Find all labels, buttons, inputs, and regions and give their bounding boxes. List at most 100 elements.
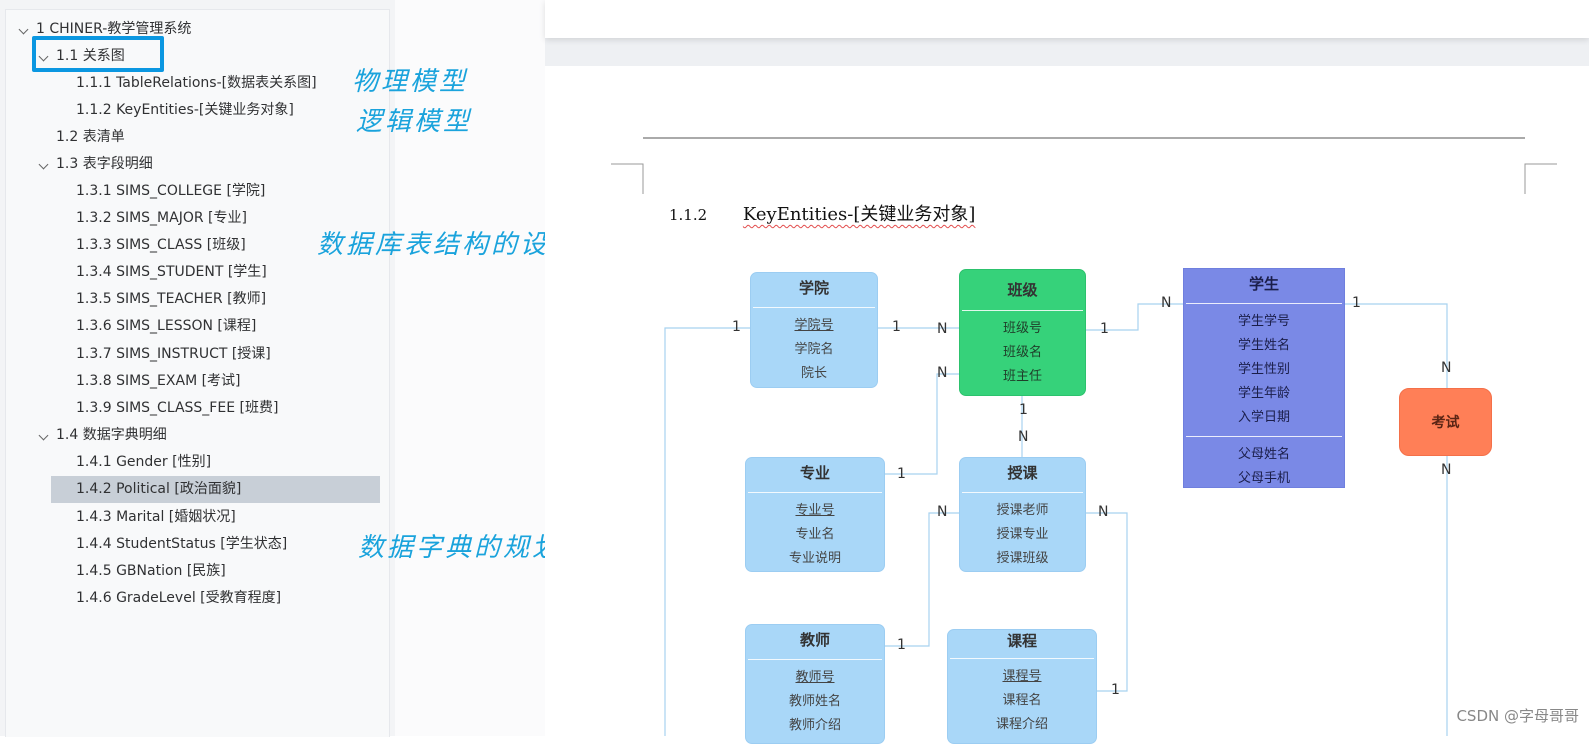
outline-sidebar: 1 CHINER-教学管理系统 1.1 关系图 1.1.1 TableRelat… bbox=[0, 0, 395, 737]
entity-divider bbox=[950, 658, 1094, 659]
entity-field: 教师号 bbox=[795, 670, 835, 685]
entity-field: 专业说明 bbox=[788, 551, 841, 566]
chevron-down-icon[interactable] bbox=[18, 24, 29, 35]
tree-item-sims-class[interactable]: 1.3.3 SIMS_CLASS [班级] bbox=[76, 237, 246, 253]
entity-student[interactable]: 学生 学生学号 学生姓名 学生性别 学生年龄 入学日期 父母姓名 父母手机 bbox=[1183, 268, 1345, 488]
entity-title: 学院 bbox=[798, 279, 829, 297]
tree-item-political[interactable]: 1.4.2 Political [政治面貌] bbox=[51, 476, 380, 503]
entity-title: 教师 bbox=[799, 631, 830, 649]
tree-item-sims-lesson[interactable]: 1.3.6 SIMS_LESSON [课程] bbox=[76, 318, 257, 334]
tree-item-root[interactable]: 1 CHINER-教学管理系统 bbox=[18, 17, 191, 41]
cardinality-label: 1 bbox=[897, 637, 906, 653]
heading-title: KeyEntities-[关键业务对象] bbox=[742, 204, 976, 225]
annotation-dict-plan: 数据字典的规划 bbox=[358, 533, 562, 563]
tree-item-sims-major[interactable]: 1.3.2 SIMS_MAJOR [专业] bbox=[76, 210, 247, 226]
tree-item-gender[interactable]: 1.4.1 Gender [性别] bbox=[76, 454, 212, 470]
entity-field: 学生年龄 bbox=[1237, 386, 1290, 401]
tree-item-grade-level[interactable]: 1.4.6 GradeLevel [受教育程度] bbox=[76, 590, 282, 606]
annotation-logical-model: 逻辑模型 bbox=[356, 107, 473, 137]
cardinality-label: N bbox=[937, 365, 948, 381]
chevron-down-icon[interactable] bbox=[38, 430, 49, 441]
tree-item-gb-nation[interactable]: 1.4.5 GBNation [民族] bbox=[76, 563, 226, 579]
cardinality-label: 1 bbox=[1100, 321, 1109, 337]
tree-item-sims-student[interactable]: 1.3.4 SIMS_STUDENT [学生] bbox=[76, 264, 267, 280]
entity-major[interactable]: 专业 专业号 专业名 专业说明 bbox=[745, 457, 885, 572]
entity-field: 授课班级 bbox=[996, 551, 1049, 566]
entity-field: 班级名 bbox=[1002, 345, 1042, 360]
cardinality-label: N bbox=[1161, 295, 1172, 311]
entity-divider bbox=[1186, 436, 1342, 437]
entity-field: 教师姓名 bbox=[788, 694, 841, 709]
entity-teacher[interactable]: 教师 教师号 教师姓名 教师介绍 bbox=[745, 624, 885, 744]
entity-field: 学生学号 bbox=[1237, 314, 1290, 329]
cardinality-label: 1 bbox=[892, 319, 901, 335]
entity-exam[interactable]: 考试 bbox=[1399, 388, 1492, 456]
entity-divider bbox=[748, 659, 882, 660]
entity-lesson[interactable]: 课程 课程号 课程名 课程介绍 bbox=[947, 629, 1097, 744]
cardinality-label: 1 bbox=[1111, 682, 1120, 698]
cardinality-label: N bbox=[1018, 429, 1029, 445]
cardinality-label: 1 bbox=[1352, 295, 1361, 311]
tree-item-marital[interactable]: 1.4.3 Marital [婚姻状况] bbox=[76, 509, 236, 525]
document-view: 1.1.2 KeyEntities-[关键业务对象] 学院 学院号 学院名 院长… bbox=[545, 0, 1589, 744]
tree-item-key-entities[interactable]: 1.1.2 KeyEntities-[关键业务对象] bbox=[76, 102, 294, 118]
entity-divider bbox=[748, 492, 882, 493]
chevron-down-icon[interactable] bbox=[38, 159, 49, 170]
entity-field: 授课专业 bbox=[996, 527, 1049, 542]
entity-field: 课程号 bbox=[1002, 669, 1042, 684]
entity-field: 学院名 bbox=[794, 342, 834, 357]
entity-divider bbox=[962, 492, 1083, 493]
entity-title: 学生 bbox=[1248, 275, 1279, 293]
entity-field: 父母姓名 bbox=[1237, 447, 1290, 462]
tree-item-sims-exam[interactable]: 1.3.8 SIMS_EXAM [考试] bbox=[76, 373, 241, 389]
entity-field: 学生性别 bbox=[1237, 362, 1290, 377]
watermark: CSDN @字母哥哥 bbox=[1456, 707, 1579, 725]
heading-number: 1.1.2 bbox=[669, 206, 708, 224]
entity-field: 入学日期 bbox=[1237, 410, 1290, 425]
tree-item-field-details[interactable]: 1.3 表字段明细 bbox=[38, 152, 153, 176]
entity-field: 院长 bbox=[800, 366, 827, 381]
entity-field: 班级号 bbox=[1002, 321, 1042, 336]
entity-college[interactable]: 学院 学院号 学院名 院长 bbox=[750, 272, 878, 388]
cardinality-label: N bbox=[1098, 504, 1109, 520]
cardinality-label: 1 bbox=[732, 319, 741, 335]
splitter-area bbox=[395, 0, 545, 736]
highlight-box bbox=[32, 36, 164, 72]
cardinality-label: N bbox=[1441, 462, 1452, 478]
tree-item-relations[interactable]: 1.1 关系图 bbox=[38, 44, 125, 68]
entity-class[interactable]: 班级 班级号 班级名 班主任 bbox=[959, 269, 1086, 396]
annotation-table-design: 数据库表结构的设计 bbox=[317, 230, 579, 260]
entity-field: 班主任 bbox=[1002, 369, 1042, 384]
outline-tree bbox=[5, 9, 390, 737]
tree-item-sims-teacher[interactable]: 1.3.5 SIMS_TEACHER [教师] bbox=[76, 291, 267, 307]
page-margins bbox=[611, 137, 1557, 194]
entity-divider bbox=[962, 310, 1083, 311]
tree-item-student-status[interactable]: 1.4.4 StudentStatus [学生状态] bbox=[76, 536, 288, 552]
tree-item-sims-college[interactable]: 1.3.1 SIMS_COLLEGE [学院] bbox=[76, 183, 266, 199]
tree-item-dictionary[interactable]: 1.4 数据字典明细 bbox=[38, 423, 167, 447]
entity-field: 授课老师 bbox=[996, 503, 1049, 518]
tree-item-sims-instruct[interactable]: 1.3.7 SIMS_INSTRUCT [授课] bbox=[76, 346, 271, 362]
entity-field: 教师介绍 bbox=[788, 718, 841, 733]
tree-item-table-relations[interactable]: 1.1.1 TableRelations-[数据表关系图] bbox=[76, 75, 317, 91]
annotation-physical-model: 物理模型 bbox=[352, 67, 469, 97]
previous-page bbox=[545, 0, 1589, 38]
entity-title: 班级 bbox=[1007, 281, 1038, 299]
entity-field: 学院号 bbox=[794, 318, 834, 333]
entity-divider bbox=[753, 307, 875, 308]
cardinality-label: N bbox=[1441, 360, 1452, 376]
entity-instruct[interactable]: 授课 授课老师 授课专业 授课班级 bbox=[959, 457, 1086, 572]
er-connectors bbox=[664, 303, 1448, 736]
cardinality-label: N bbox=[937, 321, 948, 337]
section-heading: 1.1.2 KeyEntities-[关键业务对象] bbox=[669, 200, 975, 226]
entity-title: 专业 bbox=[799, 464, 830, 482]
cardinality-label: N bbox=[937, 504, 948, 520]
tree-item-sims-class-fee[interactable]: 1.3.9 SIMS_CLASS_FEE [班费] bbox=[76, 400, 279, 416]
entity-title: 授课 bbox=[1007, 464, 1038, 482]
tree-item-table-list[interactable]: 1.2 表清单 bbox=[56, 129, 125, 145]
cardinality-label: 1 bbox=[897, 466, 906, 482]
entity-field: 父母手机 bbox=[1237, 471, 1290, 486]
cardinality-label: 1 bbox=[1019, 402, 1028, 418]
entity-field: 学生姓名 bbox=[1237, 338, 1290, 353]
entity-field: 专业号 bbox=[795, 503, 835, 518]
